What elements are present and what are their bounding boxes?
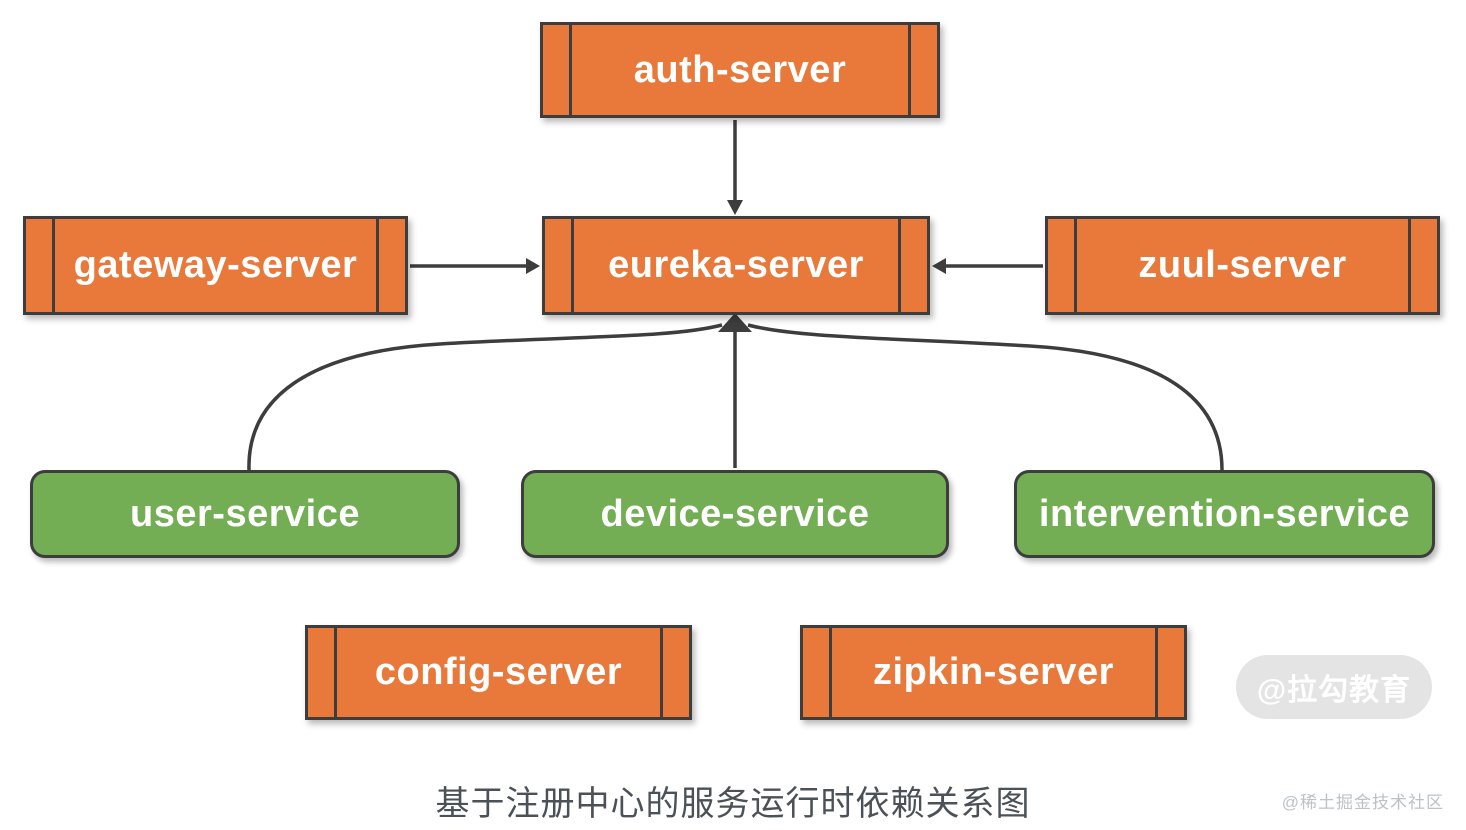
node-intervention-service: intervention-service [1014,470,1435,558]
edge-intervention-to-eureka [747,323,1224,471]
component-bar-right [898,218,901,313]
node-auth-server: auth-server [540,22,940,118]
component-bar-left [1074,218,1077,313]
node-config-server: config-server [305,625,692,720]
node-user-service: user-service [30,470,460,558]
component-bar-left [52,218,55,313]
component-bar-right [1408,218,1411,313]
node-zipkin-server: zipkin-server [800,625,1187,720]
node-device-service: device-service [521,470,949,558]
component-bar-left [571,218,574,313]
edge-user-to-eureka [247,323,723,471]
node-zuul-server: zuul-server [1045,216,1440,315]
component-bar-right [1155,627,1158,718]
node-label: gateway-server [73,244,358,286]
arrowhead-into-eureka-right [932,258,946,274]
node-label: zuul-server [1138,244,1347,286]
node-label: eureka-server [608,244,864,286]
node-label: intervention-service [1038,492,1411,535]
node-label: user-service [130,492,360,535]
component-bar-left [569,24,572,116]
arrowhead-into-eureka-bottom [718,313,752,332]
community-attribution: @稀土掘金技术社区 [1281,793,1444,812]
node-label: auth-server [633,48,847,91]
node-eureka-server: eureka-server [542,216,930,315]
watermark-badge: @拉勾教育 [1236,655,1432,719]
component-bar-right [376,218,379,313]
component-bar-left [829,627,832,718]
arrowhead-into-eureka-left [526,258,540,274]
node-gateway-server: gateway-server [23,216,408,315]
node-label: zipkin-server [873,651,1114,693]
component-bar-right [660,627,663,718]
component-bar-right [908,24,911,116]
arrowhead-into-eureka-top [727,200,743,215]
component-bar-left [334,627,337,718]
diagram-caption: 基于注册中心的服务运行时依赖关系图 [435,785,1031,823]
node-label: device-service [600,492,870,535]
node-label: config-server [374,651,623,693]
